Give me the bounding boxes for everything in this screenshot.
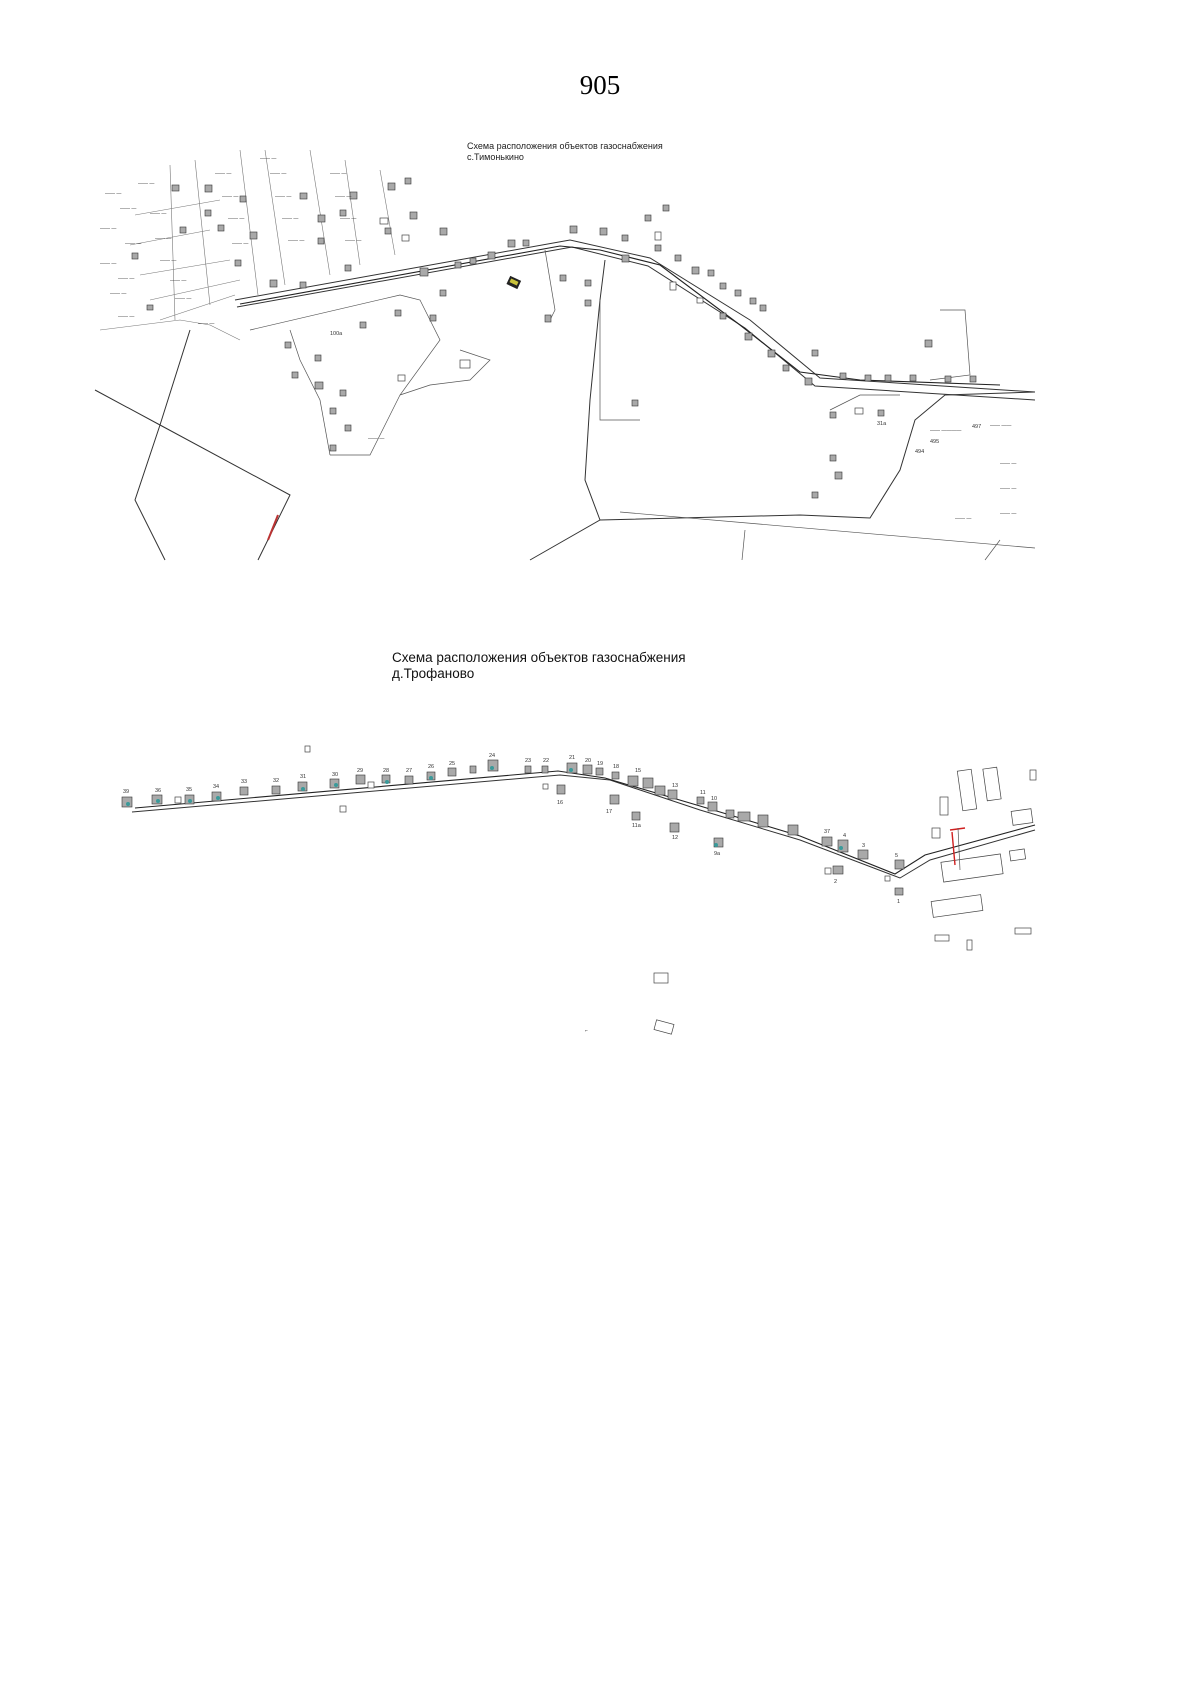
svg-text:—— —: —— —	[340, 216, 356, 222]
label-495: 495	[930, 439, 939, 445]
svg-text:1: 1	[897, 899, 900, 905]
svg-text:—— —: —— —	[228, 216, 244, 222]
svg-text:20: 20	[585, 758, 591, 764]
svg-text:—— —: —— —	[105, 191, 121, 197]
svg-text:32: 32	[273, 778, 279, 784]
gas-supply-map-timonkino: —— — —— — —— — —— — —— — —— — —— — —— — —— —…	[94, 149, 1036, 561]
svg-text:11а: 11а	[632, 823, 642, 829]
svg-text:31: 31	[300, 774, 306, 780]
label-497: 497	[972, 424, 981, 430]
svg-text:16: 16	[557, 800, 563, 806]
svg-text:—— —: —— —	[155, 236, 171, 242]
svg-text:—— —: —— —	[150, 211, 166, 217]
svg-text:12: 12	[672, 835, 678, 841]
map-title-line1: Схема расположения объектов газоснабжени…	[467, 141, 663, 151]
svg-text:25: 25	[449, 761, 455, 767]
svg-text:30: 30	[332, 772, 338, 778]
svg-text:—— —: —— —	[175, 296, 191, 302]
svg-text:22: 22	[543, 758, 549, 764]
house-number-labels: 39 36 35 34 33 32 31 30 29 28 27 26 25 2…	[123, 753, 900, 905]
svg-text:11: 11	[700, 790, 706, 796]
svg-text:—— —: —— —	[110, 291, 126, 297]
buildings-right	[304, 745, 1037, 1035]
svg-text:10: 10	[711, 796, 717, 802]
svg-text:—— —: —— —	[288, 238, 304, 244]
svg-text:26: 26	[428, 764, 434, 770]
svg-text:—— —: —— —	[260, 156, 276, 162]
plot-labels: —— — —— — —— — —— — —— — —— — —— — —— — —— —…	[100, 156, 1016, 522]
svg-text:—— —: —— —	[345, 238, 361, 244]
svg-text:34: 34	[213, 784, 219, 790]
svg-text:28: 28	[383, 768, 389, 774]
map-title-line1: Схема расположения объектов газоснабжени…	[392, 650, 686, 665]
svg-text:23: 23	[525, 758, 531, 764]
svg-text:—— —: —— —	[118, 276, 134, 282]
svg-text:37: 37	[824, 829, 830, 835]
svg-text:—— —: —— —	[1000, 461, 1016, 467]
label-100a: 100а	[330, 331, 343, 337]
map-title-line2: с.Тимонькино	[467, 152, 524, 162]
svg-text:—— ——: —— ——	[990, 423, 1011, 429]
svg-text:—— —: —— —	[120, 206, 136, 212]
svg-text:—— —: —— —	[198, 321, 214, 327]
houses-trofanovo	[121, 759, 905, 896]
gas-meters	[126, 766, 843, 850]
svg-text:18: 18	[613, 764, 619, 770]
svg-text:4: 4	[843, 833, 846, 839]
svg-text:—— —: —— —	[215, 171, 231, 177]
svg-text:—— —: —— —	[118, 314, 134, 320]
map-title-timonkino: Схема расположения объектов газоснабжени…	[467, 141, 663, 163]
svg-text:36: 36	[155, 788, 161, 794]
svg-text:—— —: —— —	[955, 516, 971, 522]
svg-text:—— —: —— —	[368, 436, 384, 442]
svg-text:⌐: ⌐	[585, 1028, 588, 1034]
svg-text:—— —: —— —	[160, 258, 176, 264]
svg-text:—— ————: —— ————	[930, 428, 961, 434]
svg-text:17: 17	[606, 809, 612, 815]
svg-text:33: 33	[241, 779, 247, 785]
svg-text:—— —: —— —	[138, 181, 154, 187]
label-494: 494	[915, 449, 924, 455]
svg-text:—— —: —— —	[170, 278, 186, 284]
svg-text:19: 19	[597, 761, 603, 767]
map-title-line2: д.Трофаново	[392, 666, 475, 681]
svg-text:24: 24	[489, 753, 495, 759]
svg-text:35: 35	[186, 787, 192, 793]
svg-text:—— —: —— —	[330, 171, 346, 177]
svg-text:39: 39	[123, 789, 129, 795]
svg-text:27: 27	[406, 768, 412, 774]
svg-text:—— —: —— —	[282, 216, 298, 222]
svg-text:—— —: —— —	[100, 261, 116, 267]
svg-text:2: 2	[834, 879, 837, 885]
svg-text:—— —: —— —	[275, 194, 291, 200]
page-number: 905	[579, 70, 621, 100]
map-title-trofanovo: Схема расположения объектов газоснабжени…	[392, 650, 686, 682]
svg-text:15: 15	[635, 768, 641, 774]
svg-text:9а: 9а	[714, 851, 721, 857]
svg-text:—— —: —— —	[270, 171, 286, 177]
svg-text:—— —: —— —	[232, 241, 248, 247]
svg-text:—— —: —— —	[335, 194, 351, 200]
svg-text:—— —: —— —	[1000, 511, 1016, 517]
gas-supply-map-trofanovo: 39 36 35 34 33 32 31 30 29 28 27 26 25 2…	[121, 745, 1037, 1035]
houses-timonkino	[131, 177, 977, 499]
svg-text:21: 21	[569, 755, 575, 761]
svg-text:—— —: —— —	[125, 241, 141, 247]
svg-text:29: 29	[357, 768, 363, 774]
svg-text:—— —: —— —	[1000, 486, 1016, 492]
svg-text:5: 5	[895, 853, 898, 859]
label-31a: 31а	[877, 421, 887, 427]
svg-text:13: 13	[672, 783, 678, 789]
svg-text:—— —: —— —	[222, 194, 238, 200]
svg-text:3: 3	[862, 843, 865, 849]
svg-text:—— —: —— —	[100, 226, 116, 232]
